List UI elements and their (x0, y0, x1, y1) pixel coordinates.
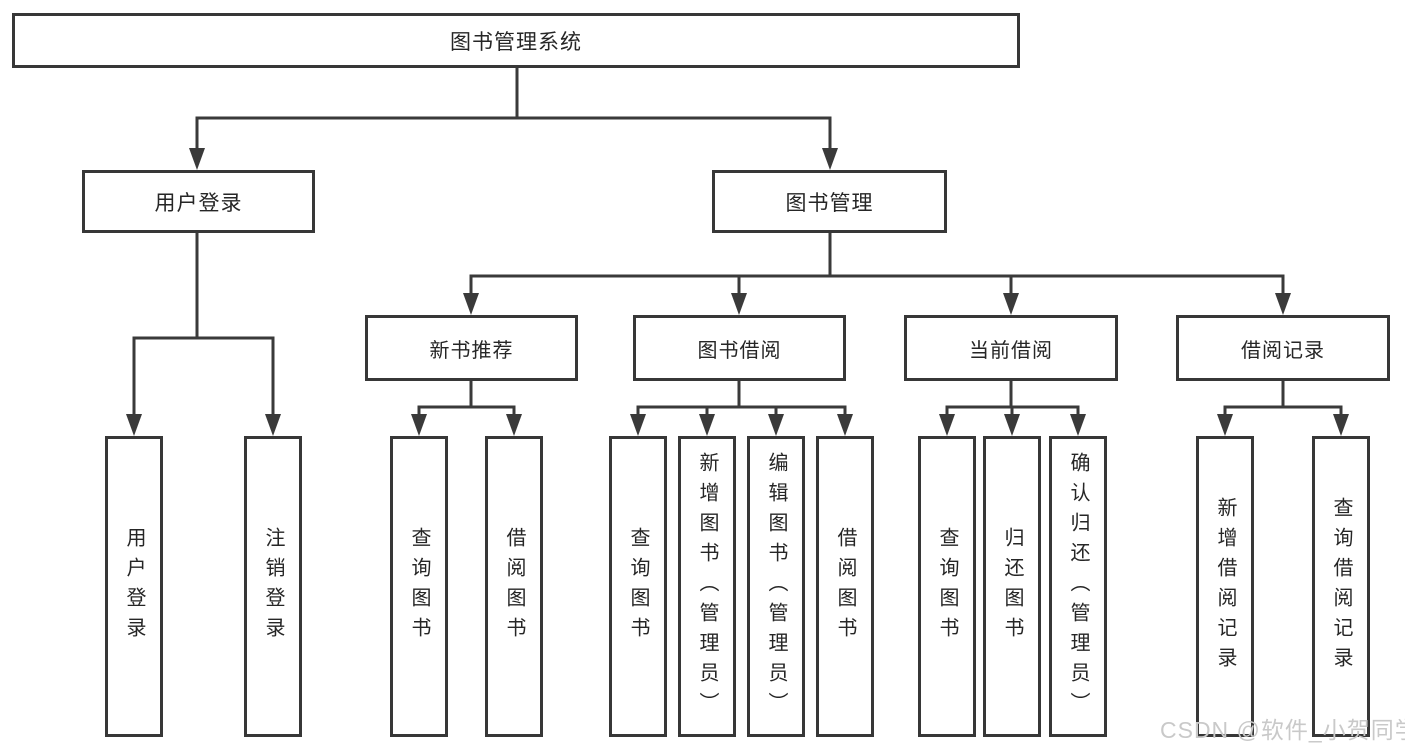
watermark: CSDN @软件_小贺同学 (1160, 717, 1405, 743)
node-label: 确认归还（管理员） (1067, 451, 1089, 722)
node-leaf-add-book-admin: 新增图书（管理员） (678, 436, 736, 737)
node-label: 新增图书（管理员） (696, 451, 718, 722)
node-user-login: 用户登录 (82, 170, 315, 233)
node-label: 图书管理系统 (450, 30, 582, 54)
node-label: 归还图书 (1001, 526, 1023, 647)
node-leaf-query-books-recommend: 查询图书 (390, 436, 448, 737)
node-root-system: 图书管理系统 (12, 13, 1020, 68)
node-label: 图书管理 (785, 191, 874, 215)
node-label: 借阅图书 (503, 526, 525, 647)
node-book-borrowing: 图书借阅 (633, 315, 846, 381)
node-leaf-edit-book-admin: 编辑图书（管理员） (747, 436, 805, 737)
node-leaf-borrow-books: 借阅图书 (816, 436, 874, 737)
node-leaf-return-book: 归还图书 (983, 436, 1041, 737)
node-leaf-confirm-return-admin: 确认归还（管理员） (1049, 436, 1107, 737)
node-label: 查询图书 (936, 526, 958, 647)
node-label: 新增借阅记录 (1214, 496, 1236, 677)
node-label: 图书借阅 (697, 339, 782, 362)
node-label: 用户登录 (154, 191, 243, 215)
node-book-management: 图书管理 (712, 170, 947, 233)
node-leaf-logout: 注销登录 (244, 436, 302, 737)
node-borrowing-records: 借阅记录 (1176, 315, 1390, 381)
node-new-book-recommend: 新书推荐 (365, 315, 578, 381)
node-leaf-query-borrow-record: 查询借阅记录 (1312, 436, 1370, 737)
node-leaf-borrow-books-recommend: 借阅图书 (485, 436, 543, 737)
node-label: 编辑图书（管理员） (765, 451, 787, 722)
node-current-borrowing: 当前借阅 (904, 315, 1118, 381)
node-leaf-user-login: 用户登录 (105, 436, 163, 737)
node-label: 当前借阅 (969, 339, 1053, 362)
node-label: 查询借阅记录 (1330, 496, 1352, 677)
node-label: 用户登录 (123, 526, 145, 647)
node-leaf-query-books-current: 查询图书 (918, 436, 976, 737)
node-label: 借阅图书 (834, 526, 856, 647)
node-label: 查询图书 (408, 526, 430, 647)
node-label: 查询图书 (627, 526, 649, 647)
node-label: 借阅记录 (1241, 339, 1325, 362)
node-label: 新书推荐 (429, 339, 514, 362)
node-leaf-add-borrow-record: 新增借阅记录 (1196, 436, 1254, 737)
node-label: 注销登录 (262, 526, 284, 647)
arrowheads (126, 148, 1349, 436)
node-leaf-query-books-borrow: 查询图书 (609, 436, 667, 737)
